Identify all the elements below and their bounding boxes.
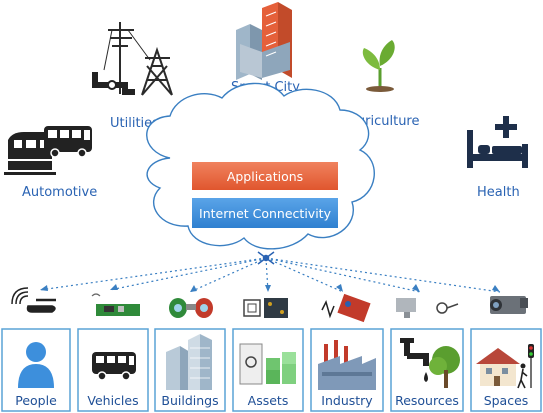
arrowheads xyxy=(40,284,500,292)
label-buildings: Buildings xyxy=(161,393,218,408)
smart-city-icon xyxy=(236,2,292,80)
hub-icon xyxy=(257,251,275,265)
person-icon xyxy=(18,342,54,388)
applications-layer xyxy=(192,162,338,190)
pipe-valve-icon xyxy=(396,298,459,318)
connectivity-layer xyxy=(192,198,338,228)
sensor-module-icon xyxy=(321,293,371,323)
factory-icon xyxy=(318,340,376,390)
water-tap-icon xyxy=(400,338,460,388)
sensor-eyes-icon xyxy=(169,298,213,318)
train-bus-icon xyxy=(4,126,92,175)
house-icon xyxy=(476,344,534,389)
label-utilities: Utilities xyxy=(110,116,159,131)
applications-label: Applications xyxy=(227,169,303,184)
label-vehicles: Vehicles xyxy=(87,393,138,408)
label-assets: Assets xyxy=(248,393,289,408)
label-spaces: Spaces xyxy=(484,393,529,408)
connector-lines xyxy=(39,257,501,293)
label-people: People xyxy=(15,393,57,408)
connectivity-label: Internet Connectivity xyxy=(199,206,332,221)
label-health: Health xyxy=(477,185,520,200)
bus-icon xyxy=(92,352,136,381)
circuit-board-icon xyxy=(91,293,140,316)
wireless-hand-icon xyxy=(11,287,56,313)
rfid-tag-icon xyxy=(243,298,288,318)
utilities-icon xyxy=(92,22,173,96)
camera-icon xyxy=(490,296,528,314)
label-resources: Resources xyxy=(395,393,459,408)
label-automotive: Automotive xyxy=(22,185,97,200)
label-industry: Industry xyxy=(321,393,373,408)
sprout-icon xyxy=(362,40,395,92)
building-icon xyxy=(166,334,212,390)
safe-icon xyxy=(239,343,296,385)
hospital-bed-icon xyxy=(467,116,528,168)
